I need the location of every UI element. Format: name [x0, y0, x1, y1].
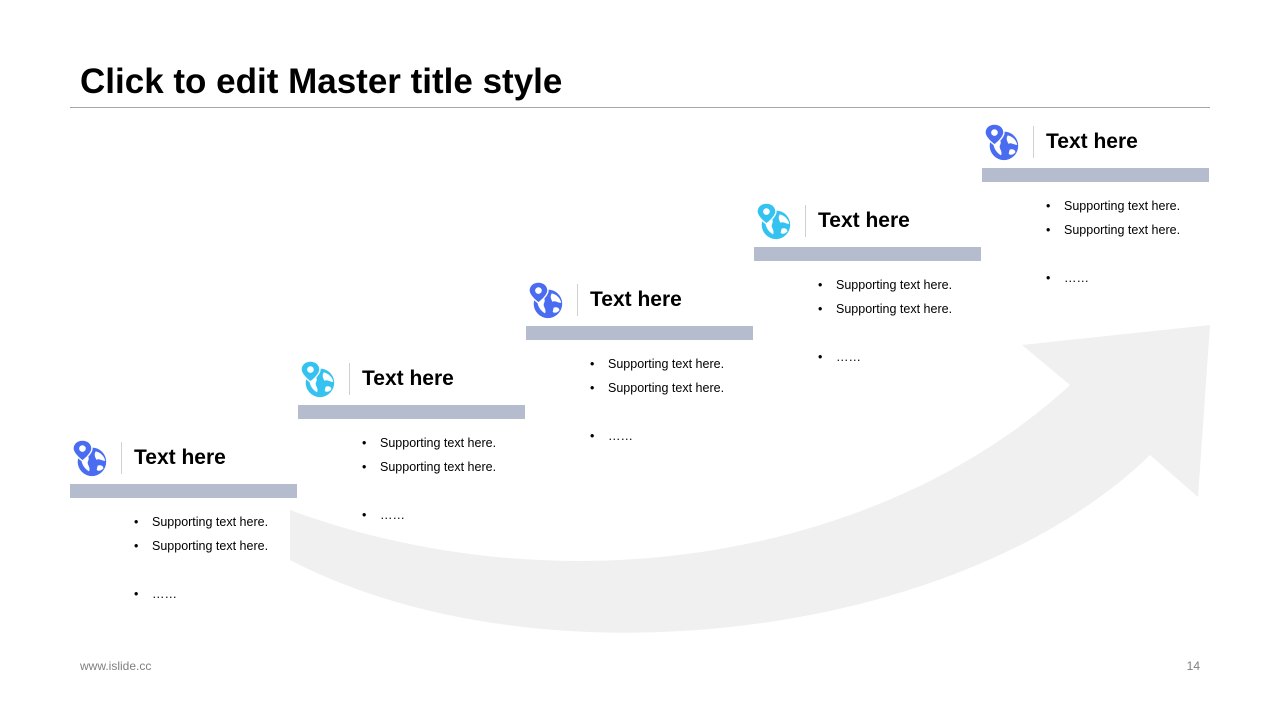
background-arrow-shape	[290, 325, 1210, 633]
step-4-bullets: Supporting text here. Supporting text he…	[818, 273, 952, 369]
step-5-bar	[982, 168, 1209, 182]
step-2-bullets: Supporting text here. Supporting text he…	[362, 431, 496, 527]
slide-title[interactable]: Click to edit Master title style	[80, 62, 563, 101]
bullet-item[interactable]: Supporting text here.	[134, 534, 268, 558]
bullet-item[interactable]: Supporting text here.	[362, 455, 496, 479]
step-3-bar	[526, 326, 753, 340]
bullet-item[interactable]: ……	[818, 345, 952, 369]
globe-pin-icon	[756, 203, 791, 240]
step-5-heading[interactable]: Text here	[1046, 130, 1138, 153]
bullet-item[interactable]: Supporting text here.	[818, 297, 952, 321]
bullet-item[interactable]: ……	[134, 582, 268, 606]
step-2-heading[interactable]: Text here	[362, 367, 454, 390]
step-1-heading[interactable]: Text here	[134, 446, 226, 469]
step-2: Text here Supporting text here. Supporti…	[298, 361, 525, 561]
globe-pin-icon	[528, 282, 563, 319]
bullet-item[interactable]: ……	[1046, 266, 1180, 290]
bullet-item[interactable]: Supporting text here.	[818, 273, 952, 297]
step-4-bar	[754, 247, 981, 261]
step-3: Text here Supporting text here. Supporti…	[526, 282, 753, 482]
step-5: Text here Supporting text here. Supporti…	[982, 124, 1209, 324]
step-4: Text here Supporting text here. Supporti…	[754, 203, 981, 403]
step-1-bullets: Supporting text here. Supporting text he…	[134, 510, 268, 606]
bullet-item[interactable]: Supporting text here.	[134, 510, 268, 534]
step-1-bar	[70, 484, 297, 498]
globe-pin-icon	[72, 440, 107, 477]
bullet-item[interactable]: Supporting text here.	[590, 376, 724, 400]
globe-pin-icon	[984, 124, 1019, 161]
step-3-heading[interactable]: Text here	[590, 288, 682, 311]
step-1: Text here Supporting text here. Supporti…	[70, 440, 297, 640]
title-divider	[70, 107, 1210, 108]
heading-divider	[805, 205, 806, 237]
globe-pin-icon	[300, 361, 335, 398]
heading-divider	[121, 442, 122, 474]
bullet-item[interactable]: ……	[362, 503, 496, 527]
bullet-item[interactable]: Supporting text here.	[1046, 218, 1180, 242]
step-4-heading[interactable]: Text here	[818, 209, 910, 232]
step-3-bullets: Supporting text here. Supporting text he…	[590, 352, 724, 448]
footer-url: www.islide.cc	[80, 659, 152, 673]
step-2-bar	[298, 405, 525, 419]
step-5-bullets: Supporting text here. Supporting text he…	[1046, 194, 1180, 290]
bullet-item[interactable]: Supporting text here.	[590, 352, 724, 376]
page-number: 14	[1186, 659, 1200, 673]
heading-divider	[349, 363, 350, 395]
heading-divider	[577, 284, 578, 316]
bullet-item[interactable]: Supporting text here.	[362, 431, 496, 455]
bullet-item[interactable]: ……	[590, 424, 724, 448]
heading-divider	[1033, 126, 1034, 158]
bullet-item[interactable]: Supporting text here.	[1046, 194, 1180, 218]
